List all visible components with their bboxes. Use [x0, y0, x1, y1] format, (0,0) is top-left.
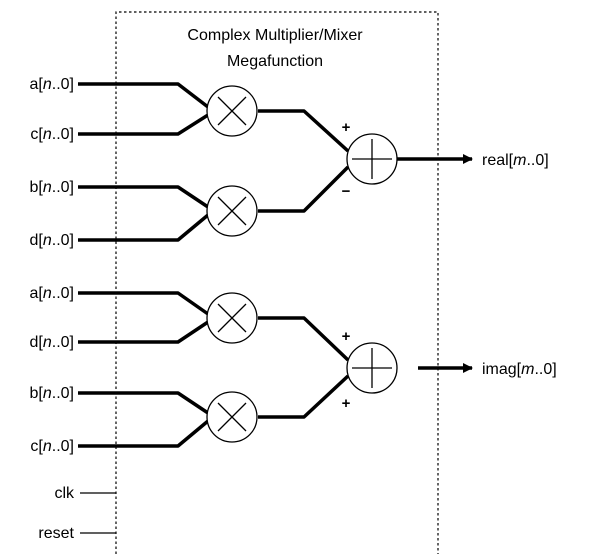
- input-label-d-top: d[n..0]: [30, 232, 74, 249]
- megafunction-boundary: [115, 11, 439, 554]
- output-label-imag: imag[m..0]: [482, 361, 557, 378]
- wire-b-top: [78, 185, 209, 209]
- sign-real-minus: −: [342, 183, 351, 200]
- output-label-real: real[m..0]: [482, 152, 549, 169]
- wire-d-top: [78, 213, 210, 242]
- input-label-d-bottom: d[n..0]: [30, 334, 74, 351]
- input-label-b-top: b[n..0]: [30, 179, 74, 196]
- multiplier-bd: [206, 185, 258, 237]
- sign-real-plus: +: [342, 119, 351, 136]
- input-label-b-bottom: b[n..0]: [30, 385, 74, 402]
- reset-label: reset: [38, 525, 74, 542]
- wire-d-bottom: [78, 320, 209, 344]
- multiplier-ac: [206, 85, 258, 137]
- block-title-line1: Complex Multiplier/Mixer: [187, 27, 363, 44]
- input-label-a-bottom: a[n..0]: [30, 285, 74, 302]
- wire-c-top: [78, 113, 209, 136]
- input-label-a-top: a[n..0]: [30, 76, 74, 93]
- multiplier-bc: [206, 391, 258, 443]
- adder-real: [346, 133, 398, 185]
- sign-imag-plus-bottom: +: [342, 395, 351, 412]
- wire-a-bottom: [78, 291, 210, 316]
- wire-mult1-to-adder-real: [258, 109, 350, 153]
- clk-label: clk: [54, 485, 75, 502]
- adder-imag: [346, 342, 398, 394]
- wire-mult2-to-adder-real: [258, 165, 350, 213]
- wire-c-bottom: [78, 419, 210, 448]
- sign-imag-plus-top: +: [342, 328, 351, 345]
- wire-mult3-to-adder-imag: [258, 316, 350, 362]
- wire-b-bottom: [78, 391, 209, 415]
- wire-mult4-to-adder-imag: [258, 374, 350, 419]
- input-label-c-top: c[n..0]: [30, 126, 74, 143]
- wire-a-top: [78, 82, 210, 109]
- multiplier-ad: [206, 292, 258, 344]
- block-title-line2: Megafunction: [227, 53, 323, 70]
- input-label-c-bottom: c[n..0]: [30, 438, 74, 455]
